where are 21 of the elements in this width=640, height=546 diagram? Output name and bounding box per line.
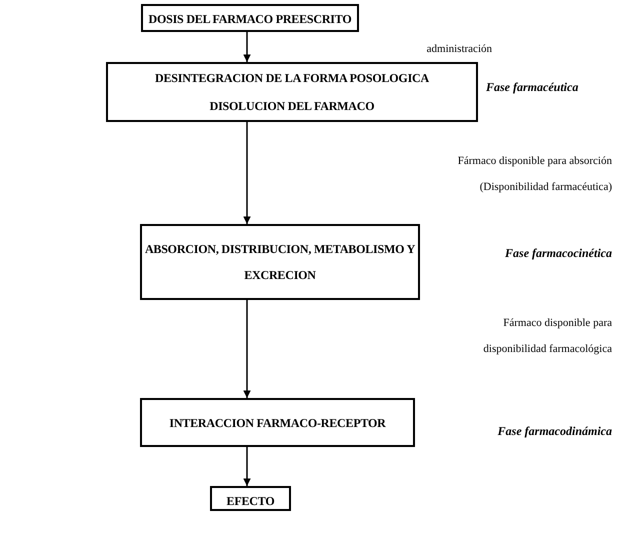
arrow bbox=[243, 32, 251, 62]
box-text: DESINTEGRACION DE LA FORMA POSOLOGICA bbox=[155, 70, 429, 87]
process-box bbox=[140, 224, 420, 300]
box-text: DOSIS DEL FARMACO PREESCRITO bbox=[148, 11, 352, 28]
box-text: ABSORCION, DISTRIBUCION, METABOLISMO Y EXCRECION bbox=[144, 241, 416, 284]
process-box bbox=[210, 486, 291, 511]
phase-label: Fase farmacodinámica bbox=[496, 423, 612, 440]
process-box bbox=[140, 398, 415, 447]
phase-label: Fase farmacocinética bbox=[504, 245, 612, 262]
box-text: EFECTO bbox=[226, 493, 274, 510]
box-text: DISOLUCION DEL FARMACO bbox=[210, 98, 374, 115]
phase-label: Fase farmacéutica bbox=[486, 80, 578, 95]
process-box bbox=[141, 4, 359, 32]
note-text: administración bbox=[426, 42, 492, 57]
note-text: Fármaco disponible para disponibilidad farmacológica bbox=[482, 316, 612, 357]
arrow bbox=[243, 300, 251, 398]
arrow bbox=[243, 447, 251, 486]
arrow bbox=[243, 122, 251, 224]
note-text: Fármaco disponible para absorción (Disponibilidad farmacéutica) bbox=[456, 154, 612, 195]
box-text: INTERACCION FARMACO-RECEPTOR bbox=[169, 414, 386, 432]
process-box bbox=[106, 62, 478, 122]
